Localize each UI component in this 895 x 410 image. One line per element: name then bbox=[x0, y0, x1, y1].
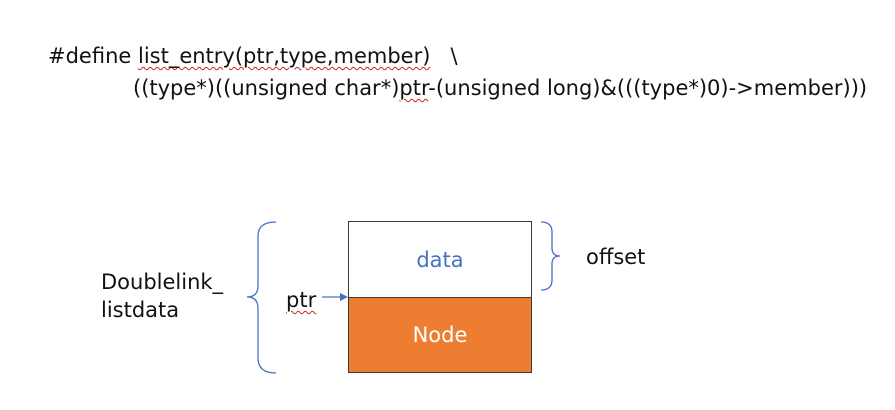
macro-signature: list_entry(ptr,type,member) bbox=[137, 44, 431, 68]
line-continuation: \ bbox=[430, 44, 458, 68]
right-brace-icon bbox=[540, 221, 561, 291]
data-box-label: data bbox=[416, 247, 464, 272]
node-box: Node bbox=[348, 297, 532, 373]
ptr-label: ptr bbox=[286, 288, 317, 312]
offset-label: offset bbox=[586, 245, 646, 269]
left-brace-icon bbox=[246, 221, 277, 374]
macro-body-line: ((type*)((unsigned char*)ptr-(unsigned l… bbox=[133, 75, 867, 101]
macro-body-start: ((type*)((unsigned char*) bbox=[133, 76, 400, 100]
doublelink-label-line1: Doublelink_ bbox=[101, 270, 224, 294]
macro-define-line: #define list_entry(ptr,type,member) \ bbox=[48, 43, 458, 69]
ptr-arrow-head-icon bbox=[340, 293, 348, 301]
define-keyword: #define bbox=[48, 44, 138, 68]
node-box-label: Node bbox=[412, 323, 468, 347]
doublelink-label-line2: listdata bbox=[101, 298, 180, 322]
data-box: data bbox=[348, 221, 532, 298]
macro-body-ptr: ptr bbox=[399, 76, 429, 100]
macro-body-end: -(unsigned long)&(((type*)0)->member))) bbox=[428, 76, 868, 100]
